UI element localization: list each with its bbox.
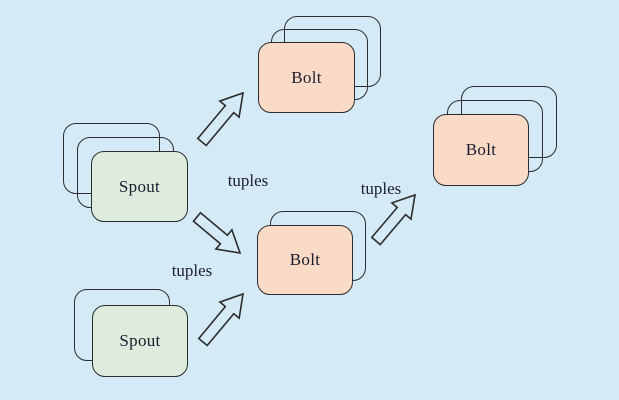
bolt-right-label: Bolt <box>465 140 497 159</box>
spout-bottom-node: Spout <box>92 305 188 377</box>
arrow-spout-top-to-bolt-middle <box>192 211 242 255</box>
arrow-bolt-middle-to-bolt-right <box>370 193 417 246</box>
bolt-right-node: Bolt <box>433 114 529 186</box>
spout-top-node: Spout <box>91 151 188 222</box>
arrow-spout-bottom-to-bolt-middle <box>197 292 244 347</box>
tuples-label-right: tuples <box>360 179 402 198</box>
arrow-spout-top-to-bolt-top <box>196 91 245 147</box>
bolt-middle-node: Bolt <box>257 225 353 295</box>
bolt-top-node: Bolt <box>258 42 355 113</box>
spout-top-label: Spout <box>118 176 161 196</box>
bolt-middle-label: Bolt <box>289 250 321 269</box>
tuples-label-top: tuples <box>227 171 269 190</box>
spout-bottom-label: Spout <box>119 331 161 350</box>
tuples-label-bottom: tuples <box>171 261 213 280</box>
bolt-top-label: Bolt <box>291 67 322 87</box>
